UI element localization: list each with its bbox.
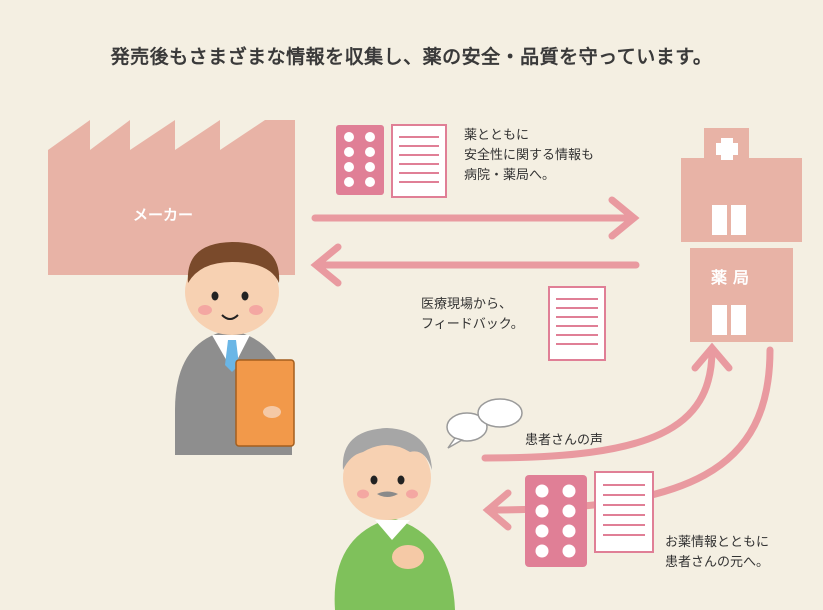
document-icon xyxy=(391,124,447,198)
note-feedback: 医療現場から、 フィードバック。 xyxy=(421,295,524,335)
factory-icon xyxy=(48,120,295,275)
note-patient-voice: 患者さんの声 xyxy=(525,433,604,448)
note-line: 薬とともに xyxy=(464,128,530,143)
speech-bubble-icon xyxy=(446,398,523,449)
arrow-to-maker xyxy=(310,243,640,287)
note-line: 医療現場から、 xyxy=(421,297,513,312)
note-line: フィードバック。 xyxy=(421,317,524,332)
note-to-hospital: 薬とともに 安全性に関する情報も 病院・薬局へ。 xyxy=(464,126,594,186)
arrow-to-hospital xyxy=(311,196,640,240)
note-line: お薬情報とともに xyxy=(665,535,770,550)
salesman-illustration xyxy=(175,242,295,455)
pharmacy-label: 薬局 xyxy=(711,268,756,287)
note-line: 病院・薬局へ。 xyxy=(464,168,556,183)
document-icon xyxy=(594,471,654,553)
patient-illustration xyxy=(334,428,455,610)
note-line: 患者さんの元へ。 xyxy=(665,555,770,570)
pharmacy-icon xyxy=(690,248,793,342)
diagram-title: 発売後もさまざまな情報を収集し、薬の安全・品質を守っています。 xyxy=(110,46,713,68)
pill-card-icon xyxy=(336,125,384,195)
arrow-patient-to-pharmacy xyxy=(481,342,733,462)
hospital-icon xyxy=(681,128,802,242)
factory-label: メーカー xyxy=(133,206,194,224)
note-line: 安全性に関する情報も xyxy=(464,148,595,163)
pill-card-icon xyxy=(525,475,587,567)
note-to-patient: お薬情報とともに 患者さんの元へ。 xyxy=(665,533,769,573)
feedback-document-icon xyxy=(548,286,606,361)
